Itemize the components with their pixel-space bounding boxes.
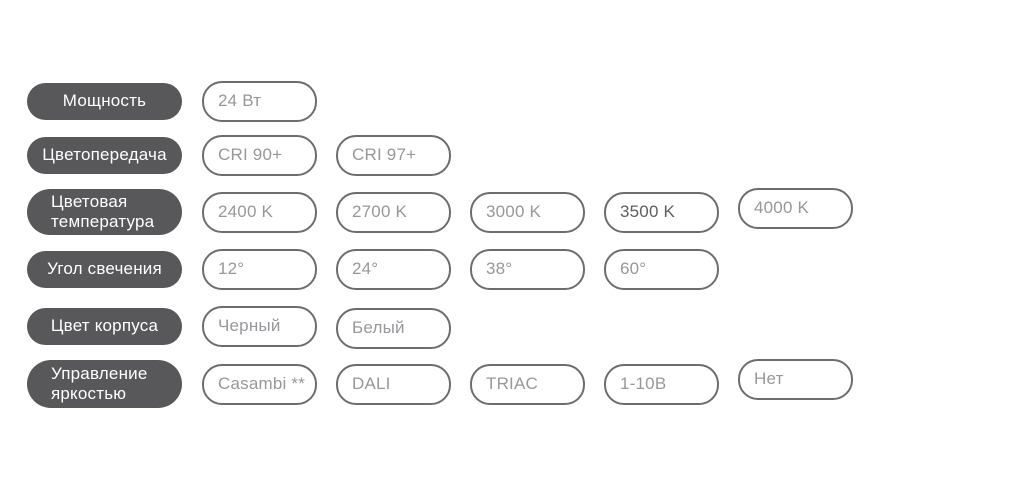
option-casambi[interactable]: Casambi ** [202, 363, 317, 405]
spec-row-color-temperature: Цветовая температура 2400 K 2700 K 3000 … [27, 187, 872, 237]
option-white[interactable]: Белый [336, 307, 451, 349]
spec-label-body-color: Цвет корпуса [27, 307, 182, 345]
spec-row-beam-angle: Угол свечения 12° 24° 38° 60° [27, 248, 738, 290]
option-38deg[interactable]: 38° [470, 248, 585, 290]
label-line-1: Управление [51, 364, 148, 383]
option-dali[interactable]: DALI [336, 363, 451, 405]
option-2400k[interactable]: 2400 K [202, 191, 317, 233]
option-2700k[interactable]: 2700 K [336, 191, 451, 233]
option-24-vt[interactable]: 24 Вт [202, 80, 317, 122]
option-none[interactable]: Нет [738, 358, 853, 400]
option-60deg[interactable]: 60° [604, 248, 719, 290]
option-triac[interactable]: TRIAC [470, 363, 585, 405]
option-12deg[interactable]: 12° [202, 248, 317, 290]
spec-label-beam-angle: Угол свечения [27, 250, 182, 288]
option-3000k[interactable]: 3000 K [470, 191, 585, 233]
label-line-2: температура [51, 212, 155, 231]
option-black[interactable]: Черный [202, 305, 317, 347]
label-line-1: Цветовая [51, 192, 128, 211]
spec-row-power: Мощность 24 Вт [27, 80, 336, 122]
spec-label-color-rendering: Цветопередача [27, 136, 182, 174]
spec-row-dimming: Управление яркостью Casambi ** DALI TRIA… [27, 358, 872, 408]
option-3500k[interactable]: 3500 K [604, 191, 719, 233]
option-1-10v[interactable]: 1-10В [604, 363, 719, 405]
spec-label-power: Мощность [27, 82, 182, 120]
spec-label-color-temperature: Цветовая температура [27, 189, 182, 235]
option-24deg[interactable]: 24° [336, 248, 451, 290]
label-line-2: яркостью [51, 384, 127, 403]
option-cri-97[interactable]: CRI 97+ [336, 134, 451, 176]
option-cri-90[interactable]: CRI 90+ [202, 134, 317, 176]
spec-row-body-color: Цвет корпуса Черный Белый [27, 305, 470, 349]
spec-row-color-rendering: Цветопередача CRI 90+ CRI 97+ [27, 134, 470, 176]
option-4000k[interactable]: 4000 K [738, 187, 853, 229]
spec-label-dimming: Управление яркостью [27, 360, 182, 408]
